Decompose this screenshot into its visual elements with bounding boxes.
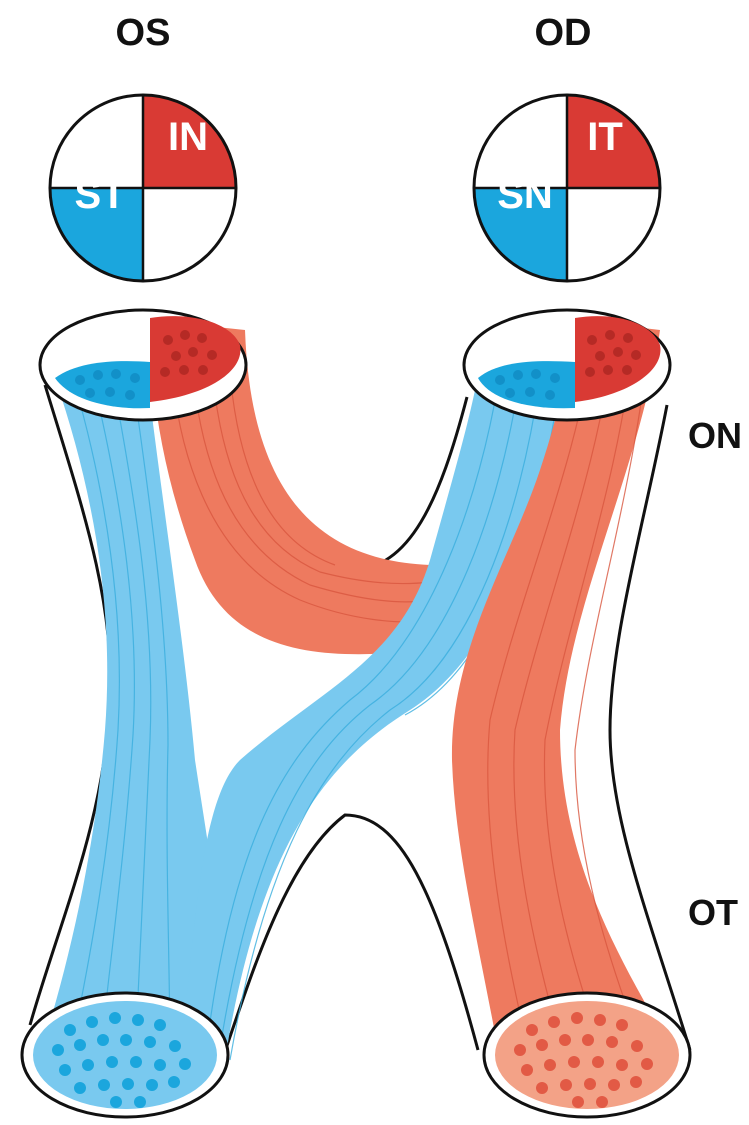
right-eye-upper-right-label: IT [587, 115, 623, 159]
left-optic-tract-section [22, 993, 228, 1117]
optic-tract-label: OT [688, 892, 738, 933]
right-eye-label: OD [535, 12, 592, 54]
right-eye-field-chart: IT SN OD [470, 12, 667, 288]
left-eye-field-chart: IN ST OS [46, 12, 243, 288]
right-optic-tract-section [484, 993, 690, 1117]
right-optic-nerve-section [464, 310, 670, 420]
right-eye-lower-left-label: SN [497, 173, 553, 217]
left-optic-nerve-section [40, 310, 246, 420]
left-eye-upper-right-label: IN [168, 115, 208, 159]
optic-nerve-label: ON [688, 415, 742, 456]
left-eye-lower-left-label: ST [74, 173, 125, 217]
left-eye-label: OS [116, 12, 171, 54]
